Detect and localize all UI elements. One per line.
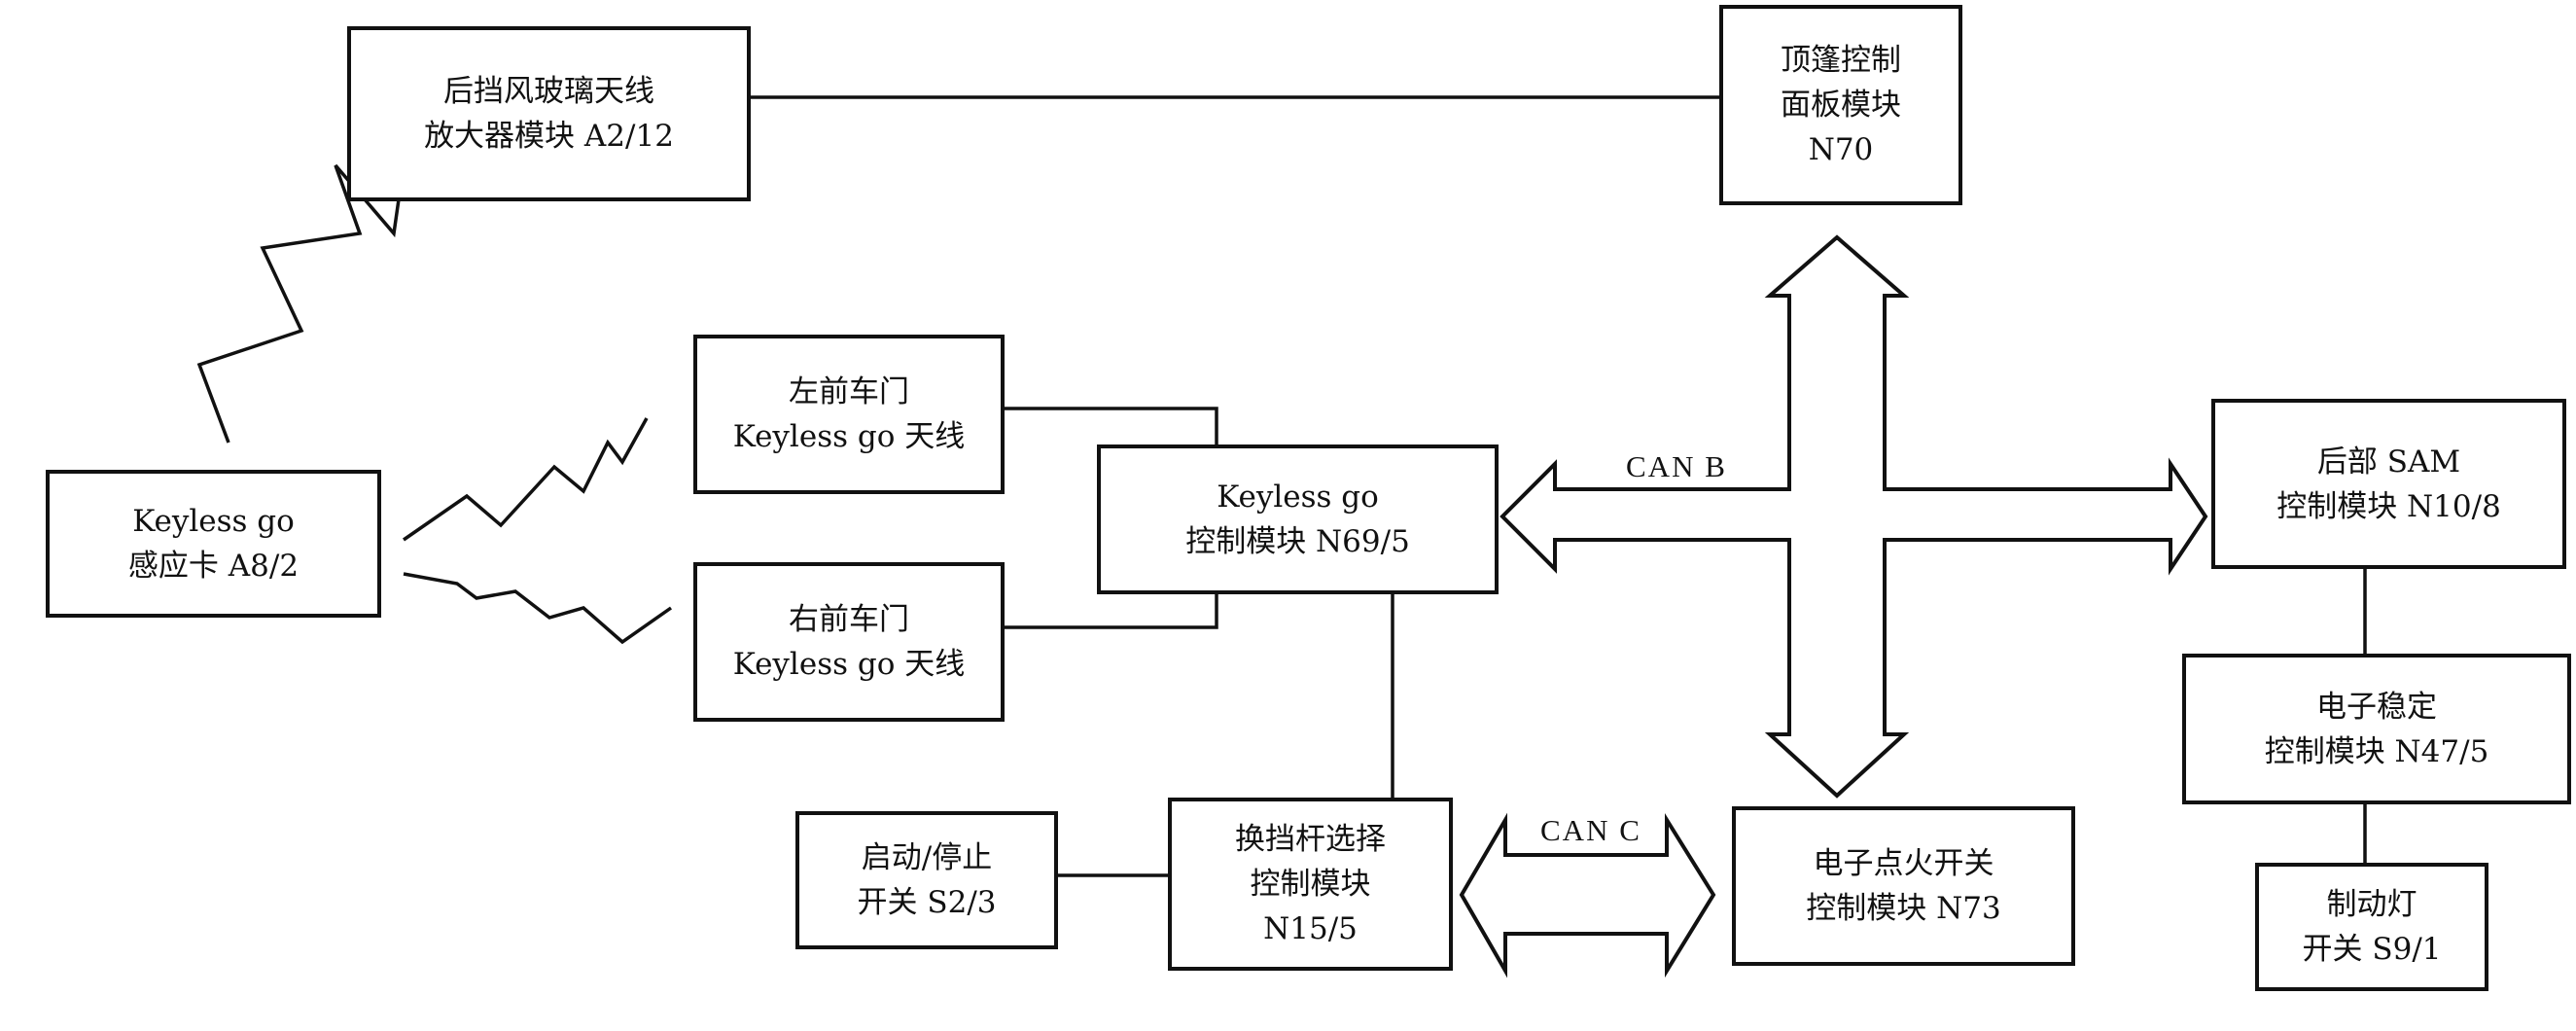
rear-antenna-amplifier-box: 后挡风玻璃天线 放大器模块 A2/12 — [347, 26, 751, 201]
kg-module-line1: Keyless go — [1217, 480, 1379, 515]
start-stop-line2: 开关 S2/3 — [857, 885, 997, 920]
brake-light-switch-box: 制动灯 开关 S9/1 — [2255, 863, 2488, 991]
keyless-card-box: Keyless go 感应卡 A8/2 — [46, 470, 381, 618]
gear-line1: 换挡杆选择 — [1235, 822, 1386, 857]
roof-panel-line2: 面板模块 — [1781, 88, 1901, 123]
front-left-door-antenna-box: 左前车门 Keyless go 天线 — [693, 335, 1005, 494]
gear-line3: N15/5 — [1263, 911, 1358, 946]
ignition-switch-module-box: 电子点火开关 控制模块 N73 — [1732, 806, 2075, 966]
start-stop-switch-box: 启动/停止 开关 S2/3 — [795, 811, 1058, 949]
card-line1: Keyless go — [132, 504, 295, 539]
front-right-line1: 右前车门 — [789, 602, 909, 637]
gear-selector-module-box: 换挡杆选择 控制模块 N15/5 — [1168, 798, 1453, 971]
can-c-bus-arrow — [1459, 812, 1716, 978]
roof-panel-line3: N70 — [1808, 132, 1874, 167]
rear-sam-module-box: 后部 SAM 控制模块 N10/8 — [2211, 399, 2566, 569]
roof-panel-line1: 顶篷控制 — [1781, 43, 1901, 78]
link-front-right-module — [1005, 592, 1218, 629]
wireless-signal-front-left — [403, 417, 649, 542]
rear-sam-line1: 后部 SAM — [2316, 444, 2461, 480]
ignition-line2: 控制模块 N73 — [1806, 891, 2001, 926]
brake-line2: 开关 S9/1 — [2302, 932, 2442, 967]
link-front-left-module — [1005, 407, 1218, 446]
esp-line1: 电子稳定 — [2316, 689, 2437, 725]
rear-antenna-line1: 后挡风玻璃天线 — [443, 74, 654, 109]
can-b-bus-arrow — [1500, 234, 2208, 799]
rear-antenna-line2: 放大器模块 A2/12 — [424, 119, 674, 154]
kg-module-line2: 控制模块 N69/5 — [1185, 524, 1410, 559]
esp-line2: 控制模块 N47/5 — [2264, 733, 2489, 769]
esp-module-box: 电子稳定 控制模块 N47/5 — [2182, 654, 2571, 804]
gear-line2: 控制模块 — [1250, 867, 1371, 902]
ignition-line1: 电子点火开关 — [1813, 846, 1994, 881]
front-right-door-antenna-box: 右前车门 Keyless go 天线 — [693, 562, 1005, 722]
front-left-line2: Keyless go 天线 — [732, 419, 966, 454]
rear-sam-line2: 控制模块 N10/8 — [2276, 488, 2501, 524]
wireless-signal-rear — [196, 163, 401, 444]
front-left-line1: 左前车门 — [789, 374, 909, 409]
wireless-signal-front-right — [403, 572, 673, 645]
keyless-go-module-box: Keyless go 控制模块 N69/5 — [1097, 444, 1499, 594]
brake-line1: 制动灯 — [2326, 887, 2417, 922]
can-c-label: CAN C — [1540, 813, 1641, 847]
card-line2: 感应卡 A8/2 — [127, 549, 300, 584]
can-b-label: CAN B — [1626, 449, 1727, 483]
front-right-line2: Keyless go 天线 — [732, 647, 966, 682]
roof-control-panel-box: 顶篷控制 面板模块 N70 — [1719, 5, 1962, 205]
start-stop-line1: 启动/停止 — [861, 840, 993, 875]
